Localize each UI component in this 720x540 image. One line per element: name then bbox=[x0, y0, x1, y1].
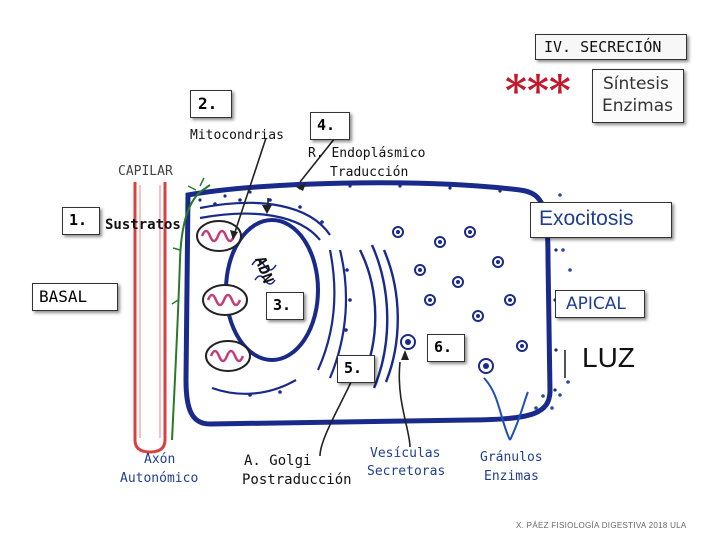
vesicles-label: Vesículas bbox=[370, 446, 441, 461]
exocytosis-label: Exocitosis bbox=[539, 207, 634, 230]
step-3-label: 3. bbox=[273, 296, 292, 314]
arrowheads bbox=[230, 183, 409, 360]
membrane-dots bbox=[198, 184, 558, 392]
secretory-label: Secretoras bbox=[367, 464, 446, 479]
apical-label: APICAL bbox=[566, 294, 626, 314]
capillary-label: CAPILAR bbox=[118, 164, 173, 179]
synthesis-label: Síntesis bbox=[603, 74, 669, 94]
capillary-vessel bbox=[133, 182, 167, 454]
step-6-box: 6. bbox=[427, 334, 465, 362]
step-5-box: 5. bbox=[337, 355, 375, 383]
step-2-box: 2. bbox=[190, 90, 232, 118]
pointer-arrows bbox=[234, 137, 411, 457]
enzymes-label: Enzimas bbox=[602, 96, 673, 116]
step-4-label: 4. bbox=[317, 116, 336, 134]
step-4-box: 4. bbox=[310, 112, 350, 140]
highlight-asterisks: *** bbox=[505, 66, 571, 115]
translation-label: Traducción bbox=[330, 165, 409, 180]
golgi-label: A. Golgi bbox=[244, 453, 312, 469]
step-3-box: 3. bbox=[266, 292, 304, 320]
section-title-box: IV. SECRECIÓN bbox=[535, 34, 687, 60]
post-translation-label: Postraducción bbox=[242, 472, 352, 488]
granule-enzymes-label: Enzimas bbox=[484, 469, 539, 484]
basal-box: BASAL bbox=[32, 283, 118, 311]
mitochondria-group bbox=[196, 220, 251, 372]
dna-strands bbox=[251, 259, 277, 285]
autonomic-axon bbox=[171, 184, 211, 441]
step-1-label: 1. bbox=[69, 211, 88, 229]
granules-label: Gránulos bbox=[480, 450, 543, 465]
substrates-label: Sustratos bbox=[105, 217, 181, 233]
exocytosis-box: Exocitosis bbox=[530, 202, 672, 238]
step-6-label: 6. bbox=[434, 338, 453, 356]
mitochondria-label: Mitocondrias bbox=[190, 128, 284, 143]
section-title: IV. SECRECIÓN bbox=[544, 38, 662, 56]
step-1-box: 1. bbox=[62, 207, 100, 235]
lumen-label: LUZ bbox=[582, 342, 635, 373]
synthesis-enzymes-box: Síntesis Enzimas bbox=[592, 69, 684, 123]
step-5-label: 5. bbox=[344, 359, 363, 377]
apical-box: APICAL bbox=[555, 290, 645, 318]
autonomic-label: Autonómico bbox=[120, 471, 199, 486]
basal-label: BASAL bbox=[39, 287, 88, 306]
vesicle-cores bbox=[396, 230, 524, 369]
lumen-marker bbox=[564, 350, 566, 378]
step-2-label: 2. bbox=[198, 94, 218, 113]
endoplasmic-reticulum bbox=[199, 201, 348, 395]
granule-arrows bbox=[483, 377, 529, 441]
credit-footer: X. PÁEZ FISIOLOGÍA DIGESTIVA 2018 ULA bbox=[516, 521, 687, 530]
axon-label: Axón bbox=[144, 452, 176, 467]
er-label: R. Endoplásmico bbox=[308, 146, 426, 161]
